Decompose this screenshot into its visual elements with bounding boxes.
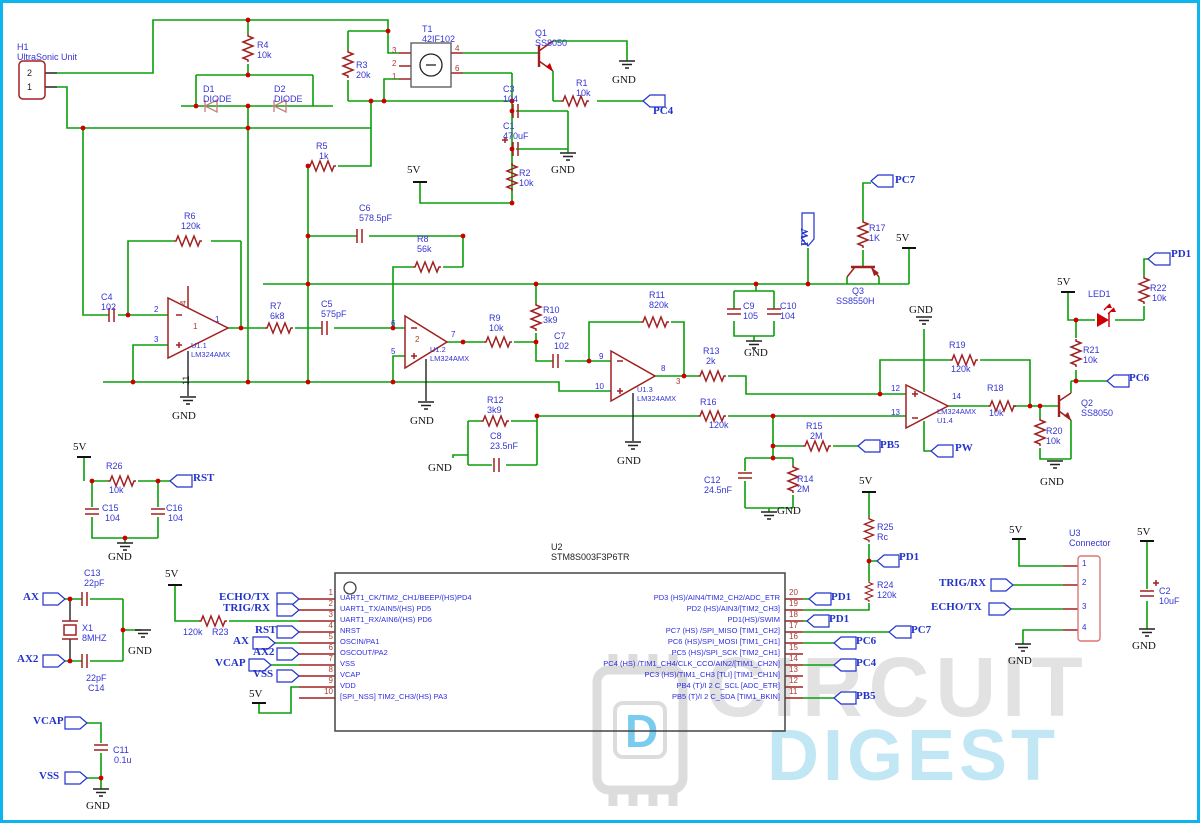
junction-dot <box>245 72 251 78</box>
junction-dot <box>509 98 515 104</box>
junction-dot <box>305 281 311 287</box>
junction-dot <box>681 373 687 379</box>
gnd-symbols <box>92 60 1156 797</box>
junction-dot <box>381 98 387 104</box>
transistor-q2 <box>1057 392 1072 421</box>
junction-dot <box>509 146 515 152</box>
junction-dot <box>305 233 311 239</box>
junction-dot <box>98 775 104 781</box>
crystal-x1 <box>62 620 78 640</box>
junction-dot <box>67 658 73 664</box>
junction-dot <box>805 281 811 287</box>
junction-dot <box>509 200 515 206</box>
junction-dot <box>67 596 73 602</box>
junction-dot <box>245 125 251 131</box>
junction-dot <box>770 443 776 449</box>
junction-dot <box>245 17 251 23</box>
watermark-text-2: DIGEST <box>767 716 1060 796</box>
pin-stubs <box>187 52 1078 699</box>
junction-dot <box>1037 403 1043 409</box>
junction-dot <box>533 281 539 287</box>
schematic-canvas <box>18 17 1171 797</box>
junction-dot <box>245 103 251 109</box>
junction-dot <box>534 413 540 419</box>
resistors <box>107 33 1150 627</box>
transformer-t1 <box>410 42 452 88</box>
junction-dot <box>586 358 592 364</box>
led1-symbol <box>1097 303 1116 327</box>
junction-dot <box>80 125 86 131</box>
junction-dot <box>238 325 244 331</box>
power-stubs <box>45 72 634 661</box>
junction-dots <box>67 17 1079 781</box>
junction-dot <box>460 233 466 239</box>
junction-dot <box>1027 403 1033 409</box>
junction-dot <box>155 478 161 484</box>
junction-dot <box>89 478 95 484</box>
junction-dot <box>460 339 466 345</box>
junction-dot <box>125 312 131 318</box>
junction-dot <box>368 98 374 104</box>
junction-dot <box>533 339 539 345</box>
power-5v-symbols <box>76 181 1155 704</box>
junction-dot <box>866 558 872 564</box>
transistor-q3 <box>846 265 880 278</box>
connector-h1 <box>18 60 46 100</box>
junction-dot <box>193 103 199 109</box>
opamp-symbols <box>167 296 950 430</box>
junction-dot <box>1073 317 1079 323</box>
junction-dot <box>390 325 396 331</box>
junction-dot <box>753 281 759 287</box>
junction-dot <box>122 535 128 541</box>
capacitors <box>81 103 1160 751</box>
watermark: D CIRCUIT DIGEST <box>3 3 1197 820</box>
connector-u3-box <box>1077 555 1101 642</box>
transistor-q1 <box>537 40 554 72</box>
junction-dot <box>305 163 311 169</box>
junction-dot <box>305 379 311 385</box>
junction-dot <box>245 379 251 385</box>
junction-dot <box>390 379 396 385</box>
mcu-u2-box <box>334 572 786 732</box>
junction-dot <box>130 379 136 385</box>
junction-dot <box>509 108 515 114</box>
wire-net <box>57 19 1148 789</box>
circuitdigest-chip-logo-icon: D <box>592 654 688 806</box>
junction-dot <box>1073 378 1079 384</box>
junction-dot <box>770 455 776 461</box>
junction-dot <box>120 627 126 633</box>
junction-dot <box>877 391 883 397</box>
junction-dot <box>770 413 776 419</box>
junction-dot <box>385 28 391 34</box>
watermark-text-1: CIRCUIT <box>706 640 1089 734</box>
net-flags <box>42 94 1171 785</box>
